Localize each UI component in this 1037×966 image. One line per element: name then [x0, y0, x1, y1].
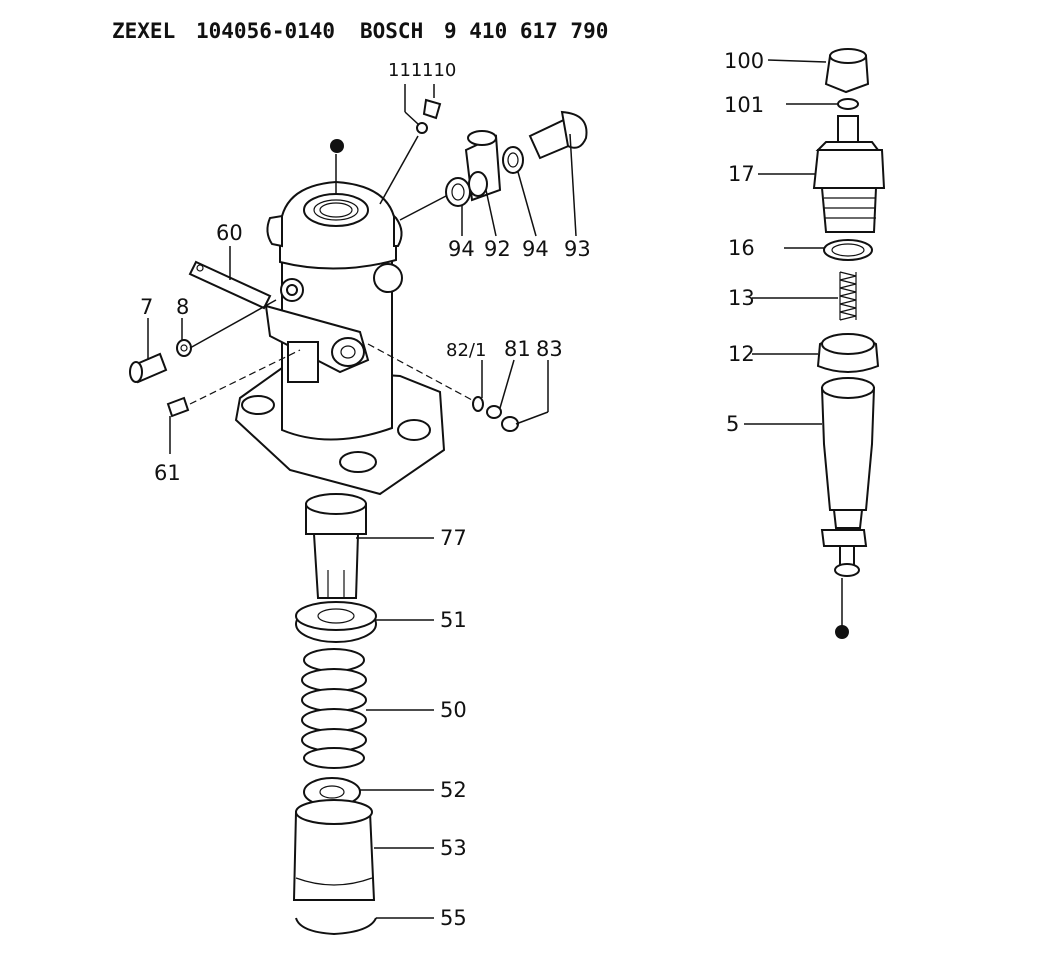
header-bosch-part-number: 9 410 617 790 — [444, 19, 608, 43]
callout-7: 7 — [140, 295, 153, 319]
callout-55: 55 — [440, 906, 467, 930]
callout-13: 13 — [728, 286, 755, 310]
screw-61 — [166, 396, 190, 418]
callout-52: 52 — [440, 778, 467, 802]
snap-ring-55 — [295, 917, 377, 936]
valve-12 — [816, 333, 880, 373]
plunger-spring-50 — [301, 648, 367, 769]
callout-111: 111 — [388, 60, 422, 81]
control-rack-60 — [188, 260, 272, 310]
callout-93: 93 — [564, 237, 591, 261]
callout-110: 110 — [422, 60, 456, 81]
washer-101 — [837, 98, 859, 110]
callout-81: 81 — [504, 337, 531, 361]
callout-101: 101 — [724, 93, 764, 117]
gasket-16 — [823, 239, 873, 261]
callout-61: 61 — [154, 461, 181, 485]
leader-lines-left — [147, 84, 577, 919]
callout-82-1: 82/1 — [446, 340, 486, 361]
callout-51: 51 — [440, 608, 467, 632]
callout-53: 53 — [440, 836, 467, 860]
tappet-53 — [292, 799, 376, 901]
pump-housing — [234, 180, 446, 496]
callout-8: 8 — [176, 295, 189, 319]
callout-12: 12 — [728, 342, 755, 366]
valve-holder-17 — [812, 115, 886, 233]
header-zexel-part-number: 104056-0140 — [196, 19, 335, 43]
callout-100: 100 — [724, 49, 764, 73]
callout-5: 5 — [726, 412, 739, 436]
header-brand-bosch: BOSCH — [360, 19, 423, 43]
header: ZEXEL 104056-0140 BOSCH 9 410 617 790 — [112, 19, 608, 43]
screw-7-washer-8 — [129, 339, 192, 384]
reference-dot-bottom — [835, 625, 849, 639]
banjo-fitting-group — [445, 110, 588, 207]
callout-16: 16 — [728, 236, 755, 260]
nut-100 — [824, 48, 870, 94]
screw-110-111 — [416, 98, 442, 134]
reference-dot-top — [330, 139, 344, 153]
leader-lines-right — [744, 59, 843, 626]
plunger-barrel-5 — [820, 377, 876, 577]
callout-83: 83 — [536, 337, 563, 361]
callout-17: 17 — [728, 162, 755, 186]
callout-92: 92 — [484, 237, 511, 261]
callout-77: 77 — [440, 526, 467, 550]
header-brand-zexel: ZEXEL — [112, 19, 175, 43]
parts-82-81-83 — [472, 396, 519, 432]
callout-94-right: 94 — [522, 237, 549, 261]
spring-seat-51 — [295, 601, 377, 643]
spring-seat-52 — [303, 777, 361, 807]
spring-13 — [839, 271, 857, 321]
callout-94-left: 94 — [448, 237, 475, 261]
callout-labels: 111 110 60 7 8 61 94 92 94 93 82/1 81 83… — [140, 49, 764, 930]
callout-60: 60 — [216, 221, 243, 245]
callout-50: 50 — [440, 698, 467, 722]
control-sleeve-77 — [305, 493, 367, 599]
